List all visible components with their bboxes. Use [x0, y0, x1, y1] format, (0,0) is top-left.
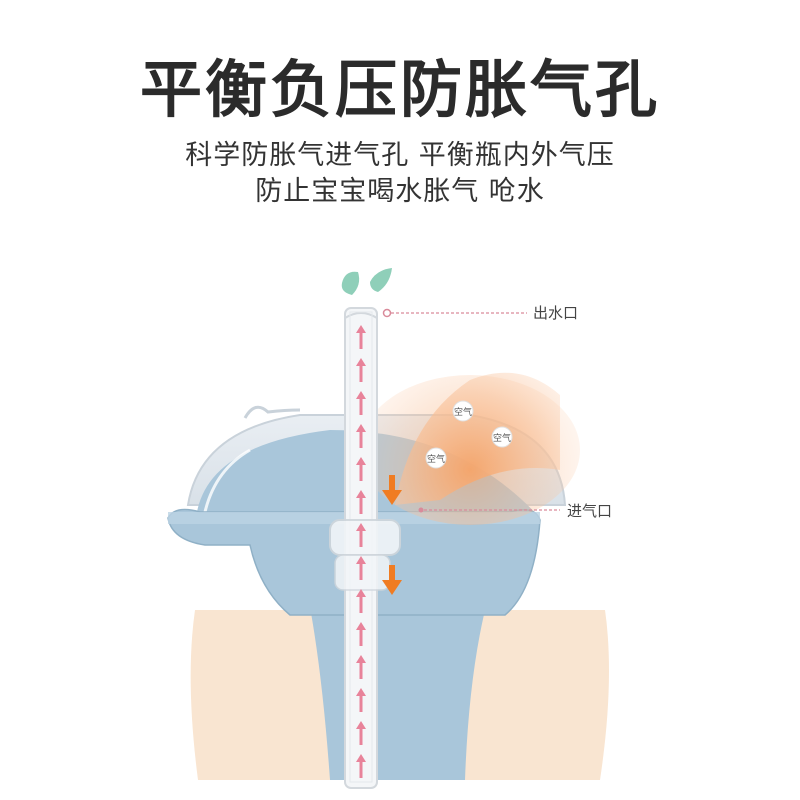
- water-flow-arrow-stem: [359, 729, 363, 745]
- inlet-label: 进气口: [567, 502, 613, 520]
- water-flow-arrow-stem: [359, 597, 363, 613]
- water-flow-arrow: [356, 754, 366, 762]
- water-flow-arrow: [356, 721, 366, 729]
- air-bubble: [425, 447, 447, 469]
- subtitle-line-1: 科学防胀气进气孔 平衡瓶内外气压: [185, 140, 615, 171]
- water-flow-arrow: [356, 457, 366, 465]
- water-flow-arrow: [356, 325, 366, 333]
- water-flow-arrow: [356, 589, 366, 597]
- water-droplet-right: [370, 268, 392, 292]
- water-flow-arrow-stem: [359, 465, 363, 481]
- outlet-marker: [382, 308, 392, 318]
- water-flow-arrow: [356, 556, 366, 564]
- water-flow-arrow-stem: [359, 696, 363, 712]
- water-flow-arrow-stem: [359, 762, 363, 778]
- water-flow-arrow-stem: [359, 432, 363, 448]
- air-tag: 空气: [454, 408, 473, 418]
- water-flow-arrow: [356, 424, 366, 432]
- water-flow-arrow: [356, 655, 366, 663]
- air-tag: 空气: [427, 455, 446, 465]
- water-flow-arrow-stem: [359, 399, 363, 415]
- water-flow-arrow-stem: [359, 630, 363, 646]
- water-flow-arrow-stem: [359, 531, 363, 547]
- page-title: 平衡负压防胀气孔: [139, 53, 660, 126]
- water-flow-arrow-stem: [359, 663, 363, 679]
- water-flow-arrow: [356, 490, 366, 498]
- water-flow-arrow-stem: [359, 498, 363, 514]
- outlet-label: 出水口: [533, 304, 579, 322]
- water-flow-arrow-stem: [359, 366, 363, 382]
- water-flow-arrow-stem: [359, 333, 363, 349]
- inlet-marker: [418, 507, 424, 513]
- air-tag: 空气: [493, 434, 512, 444]
- water-flow-arrow: [356, 358, 366, 366]
- water-flow-arrow: [356, 391, 366, 399]
- subtitle-line-2: 防止宝宝喝水胀气 呛水: [255, 176, 545, 207]
- water-flow-arrows: [356, 325, 366, 778]
- water-flow-arrow-stem: [359, 564, 363, 580]
- water-droplet-left: [341, 271, 360, 295]
- straw-valve: [329, 519, 401, 556]
- air-bubble: [452, 400, 474, 422]
- lid-tab: [243, 405, 301, 419]
- water-flow-arrow: [356, 688, 366, 696]
- air-inflow-arrows: [382, 475, 402, 595]
- water-flow-arrow: [356, 622, 366, 630]
- water-flow-arrow: [356, 523, 366, 531]
- air-bubble: [491, 426, 513, 448]
